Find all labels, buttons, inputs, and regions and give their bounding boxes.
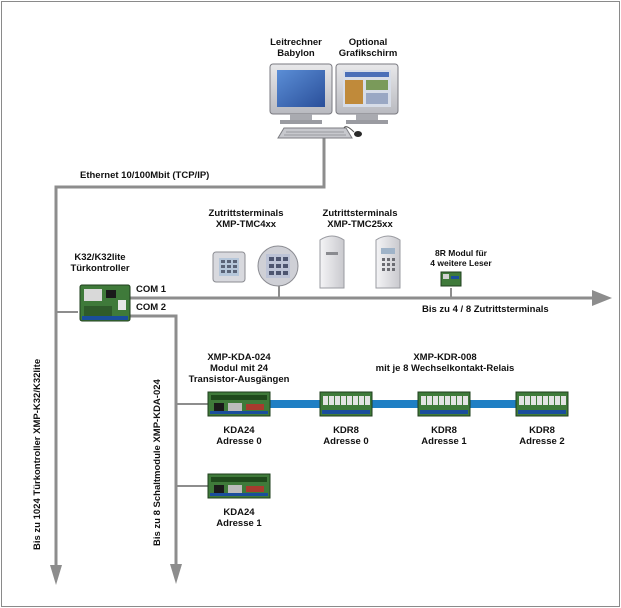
kda-header-label: XMP-KDA-024 Modul mit 24 Transistor-Ausg…: [182, 352, 296, 385]
module-8r-label: 8R Modul für 4 weitere Leser: [420, 248, 502, 268]
terminals-max-label: Bis zu 4 / 8 Zutrittsterminals: [422, 304, 549, 315]
controller-board-icon: [79, 284, 131, 322]
controller-label: K32/K32lite Türkontroller: [60, 252, 140, 274]
kdr8-board-1-icon: [417, 391, 471, 417]
tmc4-terminal-1-icon: [212, 251, 246, 283]
controller-label-line-1: K32/K32lite: [74, 252, 126, 263]
module-kda24-0-label: KDA24 Adresse 0: [208, 425, 270, 447]
kda-header-line-3: Transistor-Ausgängen: [188, 374, 290, 385]
pc-label-line-1: Leitrechner: [270, 37, 322, 48]
module-name: KDA24: [223, 507, 255, 518]
switch-bus-vertical-label: Bis zu 8 Schaltmodule XMP-KDA-024: [152, 379, 163, 546]
kdr-header-line-2: mit je 8 Wechselkontakt-Relais: [375, 363, 515, 374]
network-lines: [54, 138, 596, 570]
relay-links: [270, 400, 516, 408]
module-kdr8-2-label: KDR8 Adresse 2: [512, 425, 572, 447]
pc-label-line-2: Babylon: [277, 48, 315, 59]
com1-label: COM 1: [136, 284, 167, 295]
tmc4-label: Zutrittsterminals XMP-TMC4xx: [196, 208, 296, 230]
com1-arrowhead: [592, 290, 612, 306]
switch-bus-arrowhead: [170, 564, 182, 584]
tmc25-label-line-2: XMP-TMC25xx: [327, 219, 393, 230]
module-8r-icon: [440, 271, 462, 287]
pc-monitor-icon: [269, 63, 333, 124]
kdr-header-line-1: XMP-KDR-008: [413, 352, 477, 363]
mouse-icon: [343, 126, 362, 137]
keyboard-icon: [277, 127, 353, 139]
module-kda24-1-label: KDA24 Adresse 1: [208, 507, 270, 529]
kdr-header-label: XMP-KDR-008 mit je 8 Wechselkontakt-Rela…: [370, 352, 520, 374]
kdr8-board-2-icon: [515, 391, 569, 417]
module-kdr8-0-label: KDR8 Adresse 0: [316, 425, 376, 447]
controller-label-line-2: Türkontroller: [70, 263, 130, 274]
com2-label: COM 2: [136, 302, 167, 313]
monitor-label: Optional Grafikschirm: [332, 37, 404, 59]
kda-header-line-1: XMP-KDA-024: [207, 352, 271, 363]
module-name: KDR8: [529, 425, 555, 436]
module-name: KDA24: [223, 425, 255, 436]
module-address: Adresse 0: [323, 436, 369, 447]
module-8r-label-line-1: 8R Modul für: [435, 248, 487, 258]
tmc25-terminal-2-icon: [375, 235, 401, 289]
tmc25-terminal-1-icon: [319, 235, 345, 289]
tmc4-terminal-2-icon: [257, 245, 299, 287]
module-address: Adresse 0: [216, 436, 262, 447]
kda-header-line-2: Modul mit 24: [209, 363, 269, 374]
monitor-label-line-2: Grafikschirm: [338, 48, 398, 59]
module-name: KDR8: [431, 425, 457, 436]
module-name: KDR8: [333, 425, 359, 436]
tmc25-label-line-1: Zutrittsterminals: [322, 208, 398, 219]
monitor-label-line-1: Optional: [348, 37, 388, 48]
kda24-board-0-icon: [207, 391, 271, 417]
graphics-monitor-icon: [335, 63, 399, 124]
module-8r-label-line-2: 4 weitere Leser: [430, 258, 492, 268]
kda24-board-1-icon: [207, 473, 271, 499]
kdr8-board-0-icon: [319, 391, 373, 417]
tmc4-label-line-1: Zutrittsterminals: [208, 208, 284, 219]
controller-bus-arrowhead: [50, 565, 62, 585]
pc-label: Leitrechner Babylon: [262, 37, 330, 59]
tmc4-label-line-2: XMP-TMC4xx: [215, 219, 277, 230]
tmc25-label: Zutrittsterminals XMP-TMC25xx: [310, 208, 410, 230]
module-kdr8-1-label: KDR8 Adresse 1: [414, 425, 474, 447]
ethernet-label: Ethernet 10/100Mbit (TCP/IP): [80, 170, 210, 181]
module-address: Adresse 1: [216, 518, 262, 529]
module-address: Adresse 2: [519, 436, 565, 447]
controller-bus-vertical-label: Bis zu 1024 Türkontroller XMP-K32/K32lit…: [32, 358, 43, 550]
module-address: Adresse 1: [421, 436, 467, 447]
